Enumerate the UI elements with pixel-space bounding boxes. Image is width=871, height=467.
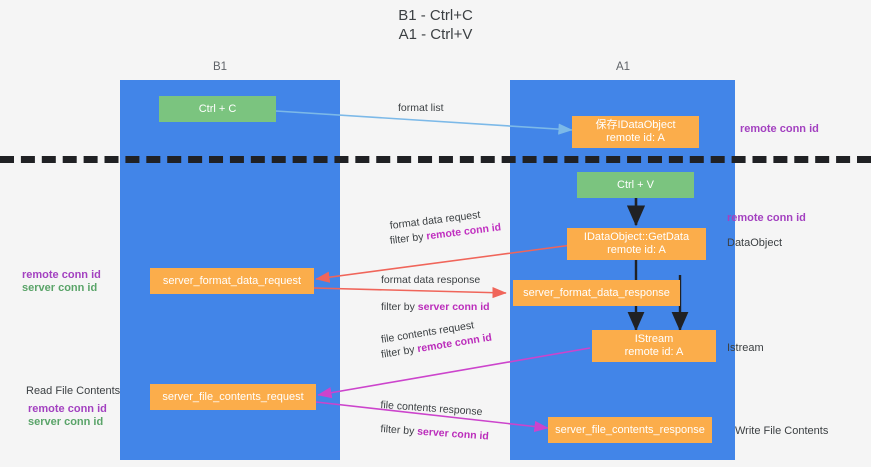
edge-label-format-data-response: format data response [381,274,481,286]
node-ctrl-v[interactable]: Ctrl + V [577,172,694,198]
node-idataobject-getdata[interactable]: IDataObject::GetData remote id: A [567,228,706,260]
filter-by-text-4: filter by [380,422,418,438]
page-title: B1 - Ctrl+C A1 - Ctrl+V [398,7,473,43]
node-server-file-contents-response[interactable]: server_file_contents_response [548,417,712,443]
node-ctrl-c[interactable]: Ctrl + C [159,96,276,122]
edge-label-file-contents-response: file contents response [380,398,483,419]
server-conn-id-text-1: server conn id [417,301,490,313]
annotation-left-remote-conn-id-2: remote conn id [28,403,107,415]
annotation-left-server-conn-id-1: server conn id [22,282,98,294]
annotation-read-file-contents: Read File Contents [26,385,121,397]
annotation-remote-conn-id-top: remote conn id [740,123,819,135]
node-istream[interactable]: IStream remote id: A [592,330,716,362]
node-server-format-data-request[interactable]: server_format_data_request [150,268,314,294]
filter-by-text-2: filter by [381,301,418,313]
node-server-file-contents-request[interactable]: server_file_contents_request [150,384,316,410]
edge-label-format-list: format list [398,102,444,114]
edge-format-data-request [315,244,573,283]
edge-label-format-data-request-group: format data request filter by remote con… [389,209,502,248]
column-header-a1-title: A1 [615,61,631,73]
node-server-format-data-response[interactable]: server_format_data_response [513,280,680,306]
annotation-left-remote-conn-id-1: remote conn id [22,269,101,281]
annotation-dataobject: DataObject [727,237,783,249]
edge-label-file-contents-request-group: file contents request filter by remote c… [380,319,493,362]
annotation-write-file-contents: Write File Contents [735,425,829,437]
edge-file-contents-response [315,401,549,433]
annotation-left-server-conn-id-2: server conn id [28,416,104,428]
edge-format-list [275,110,573,135]
annotation-remote-conn-id-mid: remote conn id [727,212,806,224]
section-divider [0,156,871,163]
edge-format-data-response [313,287,507,299]
filter-by-text-1: filter by [389,230,428,247]
edge-label-file-contents-response-group: file contents response filter by server … [380,398,490,443]
edge-file-contents-request [317,347,591,399]
annotation-istream: Istream [727,342,764,354]
column-header-b1-title: B1 [212,61,228,73]
node-save-idataobject[interactable]: 保存IDataObject remote id: A [572,116,699,148]
edge-label-format-data-response-group: format data response filter by server co… [381,273,490,314]
edge-label-filter-server-conn-id-1: filter by server conn id [381,300,490,314]
